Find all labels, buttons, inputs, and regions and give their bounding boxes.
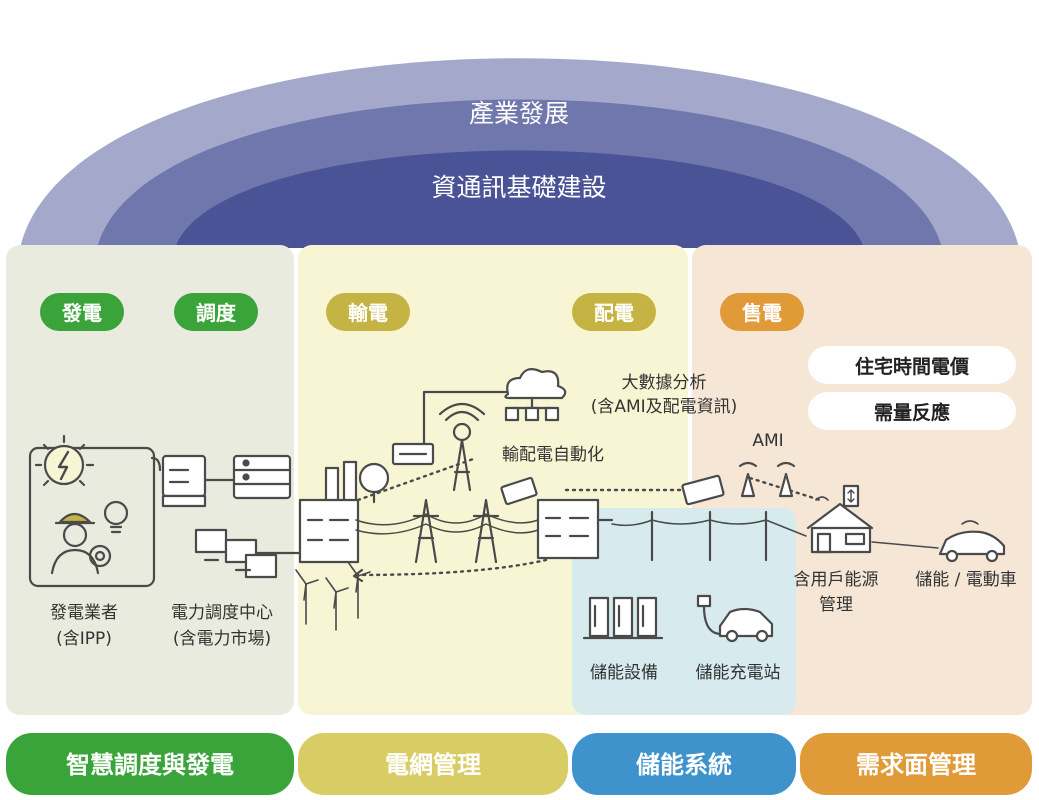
arc-outer-label: 法規制度 bbox=[469, 33, 569, 62]
rack-icon bbox=[232, 454, 292, 500]
ev-car-icon bbox=[938, 520, 1006, 563]
power-plant-icon bbox=[298, 460, 360, 564]
label-automation: 輸配電自動化 bbox=[502, 445, 604, 465]
wind-turbine-icon bbox=[295, 561, 371, 631]
illustrations bbox=[28, 367, 1006, 643]
label-charging-station: 儲能充電站 bbox=[696, 663, 781, 683]
generator-frame bbox=[28, 446, 156, 588]
label-dispatch-line1: 電力調度中心 bbox=[171, 603, 273, 623]
lightbulb-icon bbox=[103, 500, 129, 534]
pill-demand-response bbox=[808, 392, 1016, 430]
transmission-tower-2 bbox=[472, 498, 500, 564]
transmission-tower-1 bbox=[412, 498, 440, 564]
substation-icon bbox=[536, 498, 614, 560]
bar-storage bbox=[572, 733, 796, 795]
label-storage-equipment: 儲能設備 bbox=[590, 663, 658, 683]
bar-demand-label: 需求面管理 bbox=[856, 751, 976, 779]
arc-layers: 法規制度 產業發展 資通訊基礎建設 bbox=[20, 33, 1019, 248]
bottom-bar: 智慧調度與發電 電網管理 儲能系統 需求面管理 bbox=[6, 733, 1032, 795]
label-ami: AMI bbox=[752, 431, 783, 451]
label-dispatch-line2: (含電力市場) bbox=[173, 629, 271, 649]
charging-station-icon bbox=[696, 594, 774, 643]
server-icon bbox=[161, 454, 207, 508]
satellite-dish-icon bbox=[358, 462, 390, 504]
retail-pills: 住宅時間電價 需量反應 bbox=[808, 346, 1016, 430]
ami-antenna-icon bbox=[738, 461, 796, 498]
tag-transmission-label: 輸電 bbox=[348, 301, 388, 325]
link-home-ev bbox=[871, 541, 939, 549]
worker-icon bbox=[50, 512, 112, 575]
pill-tou-label: 住宅時間電價 bbox=[855, 355, 970, 378]
label-home-line2: 管理 bbox=[819, 595, 853, 615]
label-bigdata-line2: (含AMI及配電資訊) bbox=[591, 397, 738, 417]
label-generator-line2: (含IPP) bbox=[56, 629, 112, 649]
arc-inner bbox=[175, 150, 864, 248]
labels: 發電業者 (含IPP) 電力調度中心 (含電力市場) 大數據分析 (含AMI及配… bbox=[50, 373, 1017, 683]
arc-inner-label: 資通訊基礎建設 bbox=[431, 173, 606, 202]
pill-tou bbox=[808, 346, 1016, 384]
arrow-head bbox=[352, 568, 364, 583]
tag-generation bbox=[40, 293, 124, 331]
dotted-link-windfarm bbox=[354, 558, 548, 577]
label-ev: 儲能 / 電動車 bbox=[915, 570, 1017, 590]
dotted-link-plant-automation bbox=[356, 456, 478, 502]
label-generator-line1: 發電業者 bbox=[50, 603, 118, 623]
bar-storage-label: 儲能系統 bbox=[636, 751, 732, 779]
bar-demand bbox=[800, 733, 1032, 795]
transmission-wires bbox=[355, 513, 539, 526]
tag-transmission bbox=[326, 293, 410, 331]
transmission-wires-2 bbox=[355, 523, 539, 535]
ami-meter-icon bbox=[681, 474, 725, 506]
pill-demand-response-label: 需量反應 bbox=[874, 401, 950, 424]
arc-middle-label: 產業發展 bbox=[469, 99, 569, 128]
tag-retail bbox=[720, 293, 804, 331]
network-switch-icon bbox=[391, 442, 435, 466]
antenna-tower-icon bbox=[438, 402, 486, 492]
tag-dispatch bbox=[174, 293, 258, 331]
tag-generation-label: 發電 bbox=[61, 301, 102, 325]
tag-retail-label: 售電 bbox=[742, 301, 782, 325]
panel-generation bbox=[6, 245, 294, 715]
tag-distribution bbox=[572, 293, 656, 331]
link-switch-cloud bbox=[422, 390, 508, 446]
control-center-icon bbox=[194, 528, 278, 579]
bar-smart-dispatch bbox=[6, 733, 294, 795]
bar-smart-dispatch-label: 智慧調度與發電 bbox=[66, 751, 234, 779]
router-icon bbox=[500, 476, 538, 506]
label-bigdata-line1: 大數據分析 bbox=[622, 373, 707, 393]
sun-bolt-icon bbox=[34, 434, 95, 487]
tag-distribution-label: 配電 bbox=[594, 301, 634, 325]
panel-storage bbox=[572, 508, 796, 715]
section-tags: 發電 調度 輸電 配電 售電 bbox=[40, 293, 804, 331]
tag-dispatch-label: 調度 bbox=[196, 301, 237, 325]
label-home-line1: 含用戶能源 bbox=[794, 570, 879, 590]
storage-equipment-icon bbox=[582, 596, 664, 640]
bar-grid-label: 電網管理 bbox=[385, 751, 481, 779]
bar-grid bbox=[298, 733, 568, 795]
cloud-icon bbox=[504, 367, 567, 422]
smart-home-icon bbox=[806, 484, 874, 554]
panels bbox=[6, 245, 1032, 715]
link-generator-server bbox=[150, 456, 162, 472]
